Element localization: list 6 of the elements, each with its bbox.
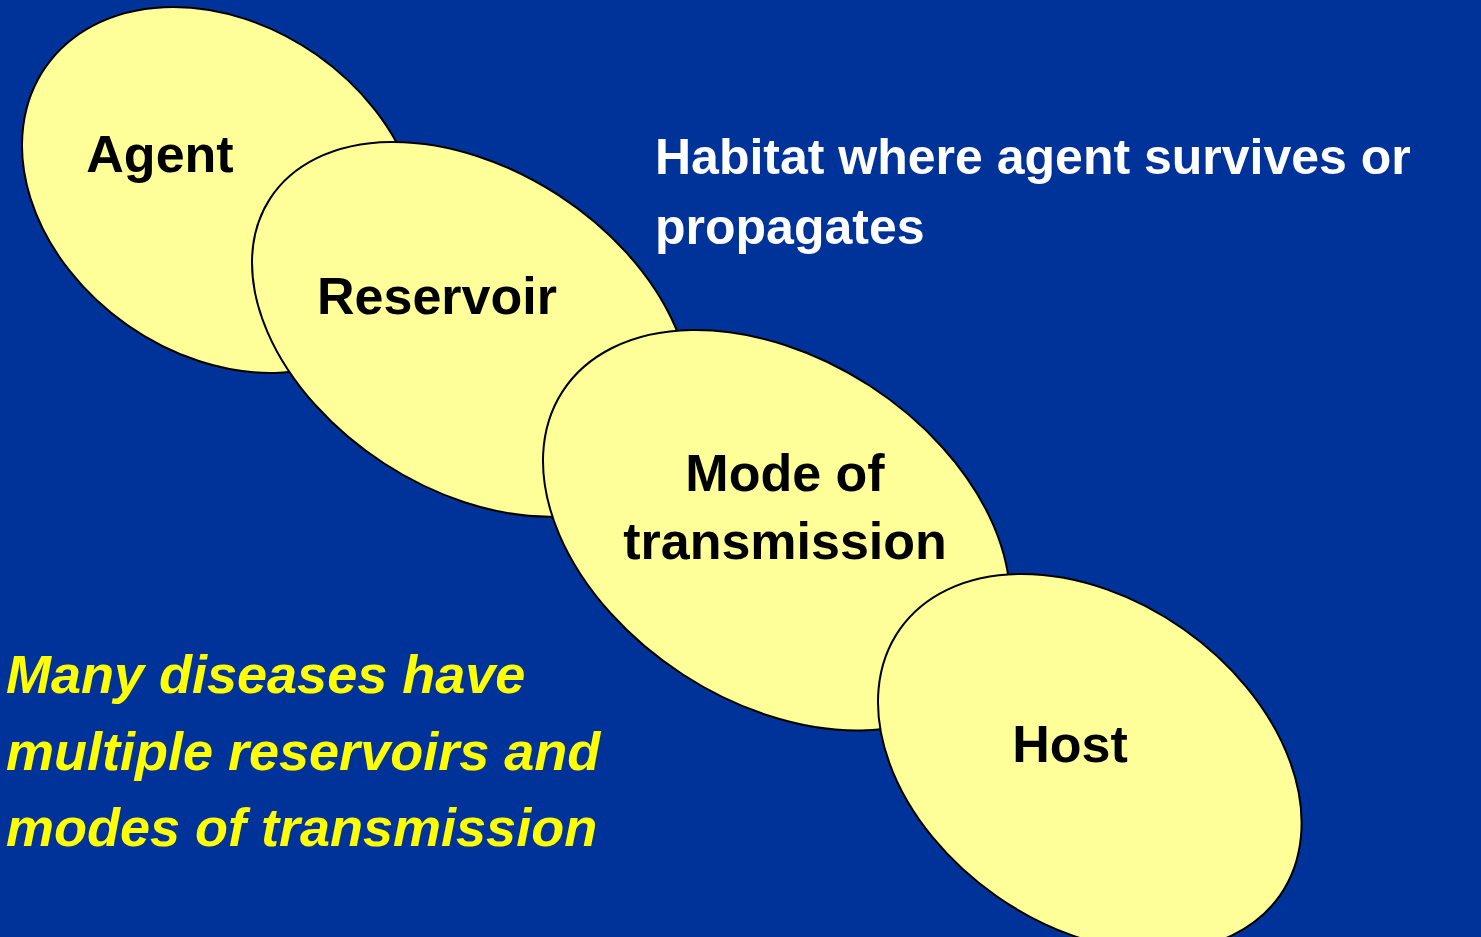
node-label: Mode of transmission [622,443,948,572]
note-text: Many diseases have multiple reservoirs and modes of transmission [6,643,602,860]
node-label: Host [1011,714,1129,776]
annotation-text: Habitat where agent survives or propagates [655,128,1412,257]
node-label: Reservoir [316,266,558,328]
node-label: Agent [85,124,235,186]
